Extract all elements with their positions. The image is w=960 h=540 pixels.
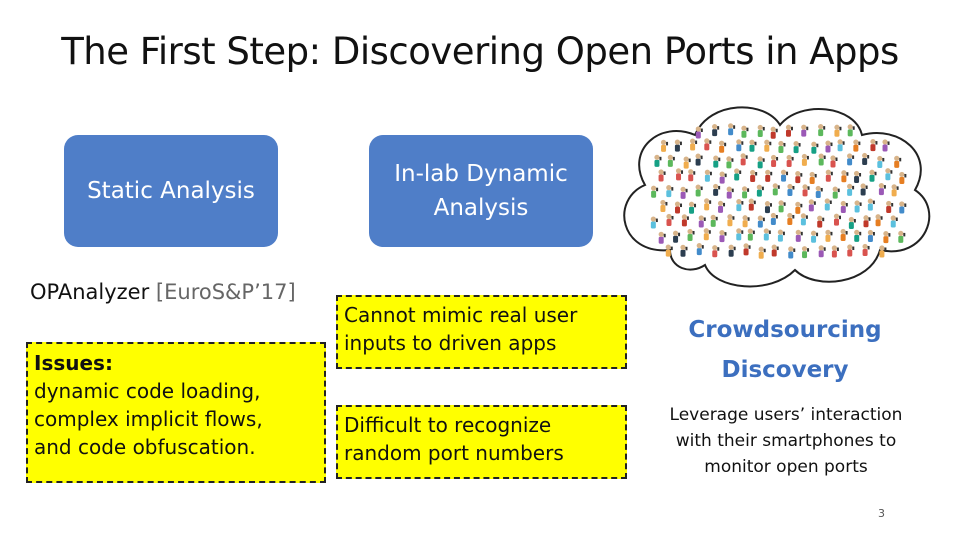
- issues-line-2: complex implicit flows,: [34, 407, 263, 431]
- opanalyzer-name: OPAnalyzer: [30, 280, 150, 304]
- random-line-1: Difficult to recognize: [344, 413, 552, 437]
- crowd-desc-line-2: with their smartphones to: [675, 431, 897, 451]
- crowd-desc-line-3: monitor open ports: [704, 457, 868, 477]
- crowd-people-icon: [650, 123, 907, 259]
- issues-line-3: and code obfuscation.: [34, 435, 256, 459]
- static-analysis-box: Static Analysis: [64, 135, 278, 247]
- mimic-line-1: Cannot mimic real user: [344, 303, 578, 327]
- dynamic-analysis-box: In-lab Dynamic Analysis: [369, 135, 593, 247]
- crowdsourcing-title-line2: Discovery: [721, 357, 849, 383]
- crowdsourcing-title-line1: Crowdsourcing: [688, 317, 882, 343]
- issues-box: Issues: dynamic code loading, complex im…: [26, 342, 326, 483]
- crowdsourcing-title: Crowdsourcing Discovery: [640, 310, 930, 390]
- issues-heading: Issues:: [34, 351, 113, 375]
- dynamic-analysis-label-line1: In-lab Dynamic: [394, 161, 568, 187]
- static-analysis-label: Static Analysis: [87, 178, 255, 204]
- crowd-desc-line-1: Leverage users’ interaction: [669, 405, 903, 425]
- dynamic-analysis-label-line2: Analysis: [433, 195, 529, 221]
- random-port-limitation-box: Difficult to recognize random port numbe…: [336, 405, 627, 479]
- cloud-icon: [623, 106, 931, 288]
- random-line-2: random port numbers: [344, 441, 564, 465]
- page-number: 3: [878, 507, 885, 520]
- opanalyzer-citation: OPAnalyzer [EuroS&P’17]: [30, 280, 296, 304]
- slide-title: The First Step: Discovering Open Ports i…: [61, 30, 899, 73]
- crowdsourcing-description: Leverage users’ interaction with their s…: [640, 402, 932, 480]
- mimic-line-2: inputs to driven apps: [344, 331, 557, 355]
- issues-line-1: dynamic code loading,: [34, 379, 261, 403]
- opanalyzer-reference: [EuroS&P’17]: [155, 280, 296, 304]
- mimic-limitation-box: Cannot mimic real user inputs to driven …: [336, 295, 627, 369]
